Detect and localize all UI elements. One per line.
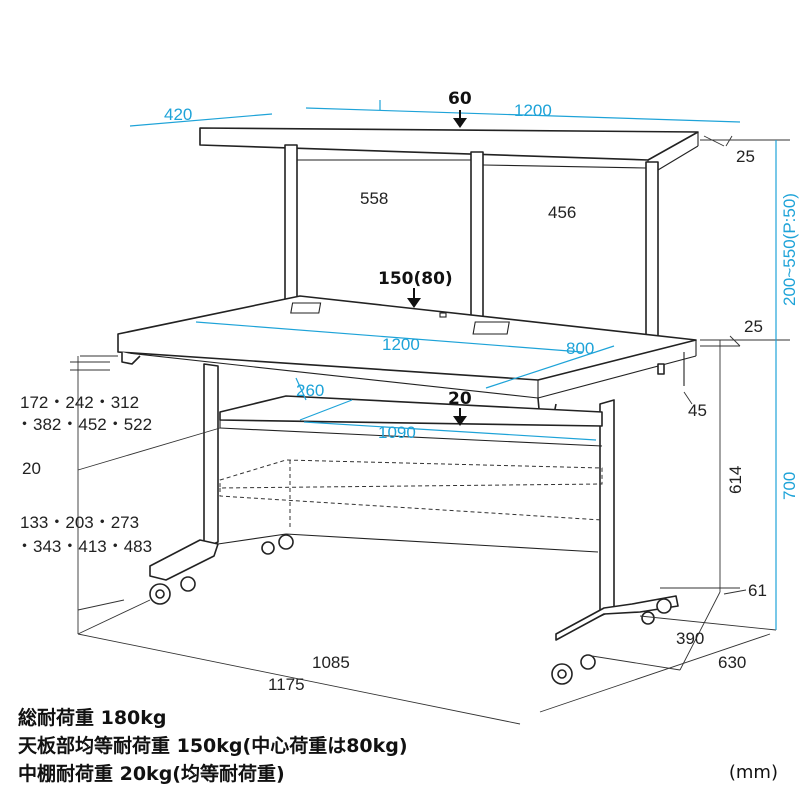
dim-mid-shelf-thickness: 20 [22,459,41,478]
left-leg [149,363,287,581]
dim-knee-height: 614 [726,466,745,494]
dim-outer-width: 1175 [268,675,305,694]
dim-top-shelf-thickness: 25 [736,147,755,166]
dim-shelf-height-range: 200~550(P:50) [780,193,799,306]
cyan-dimension-lines [129,100,777,630]
dim-desk-width: 1200 [382,335,420,354]
dim-upper-left-span: 558 [360,189,388,208]
dim-mid-shelf-width: 1090 [378,423,416,442]
load-top-shelf: 60 [448,89,472,109]
dim-top-shelf-width: 1200 [514,101,552,120]
dim-mid-heights-upper-2: ・382・452・522 [16,415,152,434]
dim-inner-leg-width: 1085 [312,653,350,672]
dim-mid-heights-lower-1: 133・203・273 [20,513,139,532]
dim-upper-right-span: 456 [548,203,576,222]
upper-shelf [199,127,699,161]
note-total-load: 総耐荷重 180kg [18,707,167,729]
right-leg [555,399,679,641]
dim-frame-height: 45 [688,401,707,420]
note-mid-shelf-load: 中棚耐荷重 20kg(均等耐荷重) [18,763,285,785]
note-desk-load: 天板部均等耐荷重 150kg(中心荷重は80kg) [18,735,408,757]
dim-top-shelf-depth: 420 [164,105,192,124]
dim-mid-heights-upper-1: 172・242・312 [20,393,139,412]
dim-mid-heights-lower-2: ・343・413・483 [16,537,152,556]
load-arrows [407,110,467,426]
dim-total-height: 700 [780,472,799,500]
dim-mid-shelf-depth: 260 [296,381,324,400]
cable-port [472,321,510,335]
cable-port [290,302,322,314]
load-desk-top: 150(80) [378,269,453,289]
unit-label: (mm) [728,762,778,783]
desk-drawing [117,127,699,685]
casters [149,534,672,685]
dim-desk-thickness: 25 [744,317,763,336]
mid-shelf [219,395,603,447]
dim-desk-depth: 800 [566,339,594,358]
dim-base-depth-outer: 630 [718,653,746,672]
mid-shelf-alt-position [219,459,603,521]
dim-caster-height: 61 [748,581,767,600]
load-notes: 総耐荷重 180kg 天板部均等耐荷重 150kg(中心荷重は80kg) 中棚耐… [18,704,408,788]
dim-base-depth-inner: 390 [676,629,704,648]
load-mid-shelf: 20 [448,389,472,409]
